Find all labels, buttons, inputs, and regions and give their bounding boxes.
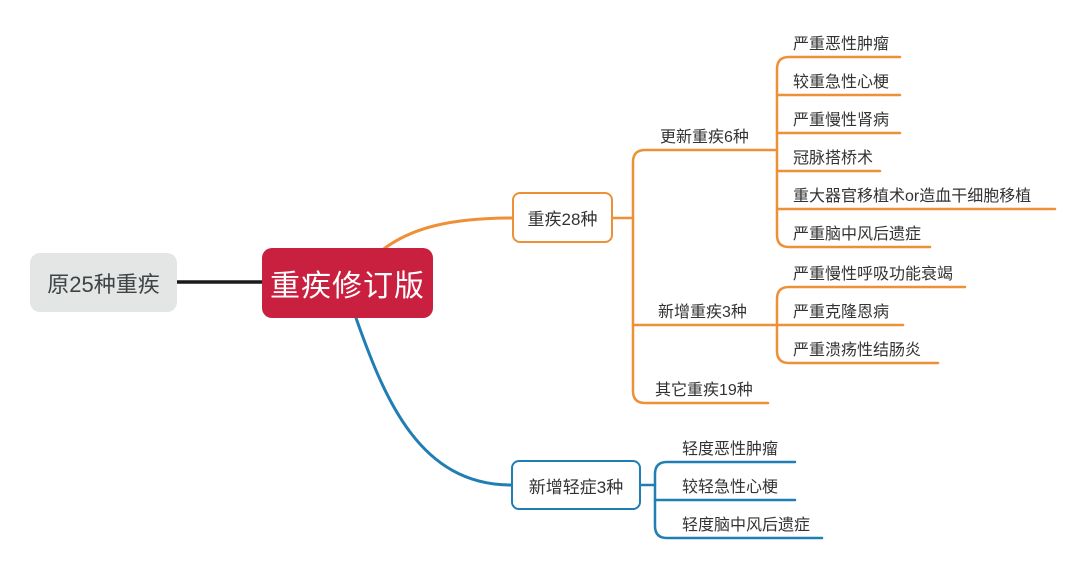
leaf-topic-updated-6[interactable]: 严重脑中风后遗症 <box>793 226 922 243</box>
leaf-topic-added-3[interactable]: 严重溃疡性结肠炎 <box>793 342 922 359</box>
topic-critical-28[interactable]: 重疾28种 <box>512 192 613 243</box>
origin-topic[interactable]: 原25种重疾 <box>30 253 177 312</box>
leaf-topic-updated-2[interactable]: 较重急性心梗 <box>793 74 890 91</box>
leaf-topic-added-2[interactable]: 严重克隆恩病 <box>793 304 890 321</box>
branch-updated-6[interactable]: 更新重疾6种 <box>660 129 749 146</box>
branch-added-3[interactable]: 新增重疾3种 <box>658 304 747 321</box>
topic-mild-3[interactable]: 新增轻症3种 <box>511 460 641 510</box>
leaf-topic-mild-3[interactable]: 轻度脑中风后遗症 <box>682 517 811 534</box>
connector-root-critical <box>379 216 514 253</box>
leaf-topic-updated-5[interactable]: 重大器官移植术or造血干细胞移植 <box>793 188 1032 205</box>
leaf-topic-updated-1[interactable]: 严重恶性肿瘤 <box>793 36 890 53</box>
connector-added-subtrunk <box>775 285 967 365</box>
leaf-topic-updated-3[interactable]: 严重慢性肾病 <box>793 112 890 129</box>
leaf-topic-mild-1[interactable]: 轻度恶性肿瘤 <box>682 441 779 458</box>
leaf-topic-updated-4[interactable]: 冠脉搭桥术 <box>793 150 874 167</box>
connector-critical-trunk <box>631 148 777 405</box>
leaf-topic-mild-2[interactable]: 较轻急性心梗 <box>682 479 779 496</box>
connector-root-mild <box>354 316 513 487</box>
root-topic[interactable]: 重疾修订版 <box>262 248 433 318</box>
connector-updated-subtrunk <box>775 55 932 249</box>
leaf-topic-added-1[interactable]: 严重慢性呼吸功能衰竭 <box>793 266 954 283</box>
branch-other-19[interactable]: 其它重疾19种 <box>655 382 753 399</box>
